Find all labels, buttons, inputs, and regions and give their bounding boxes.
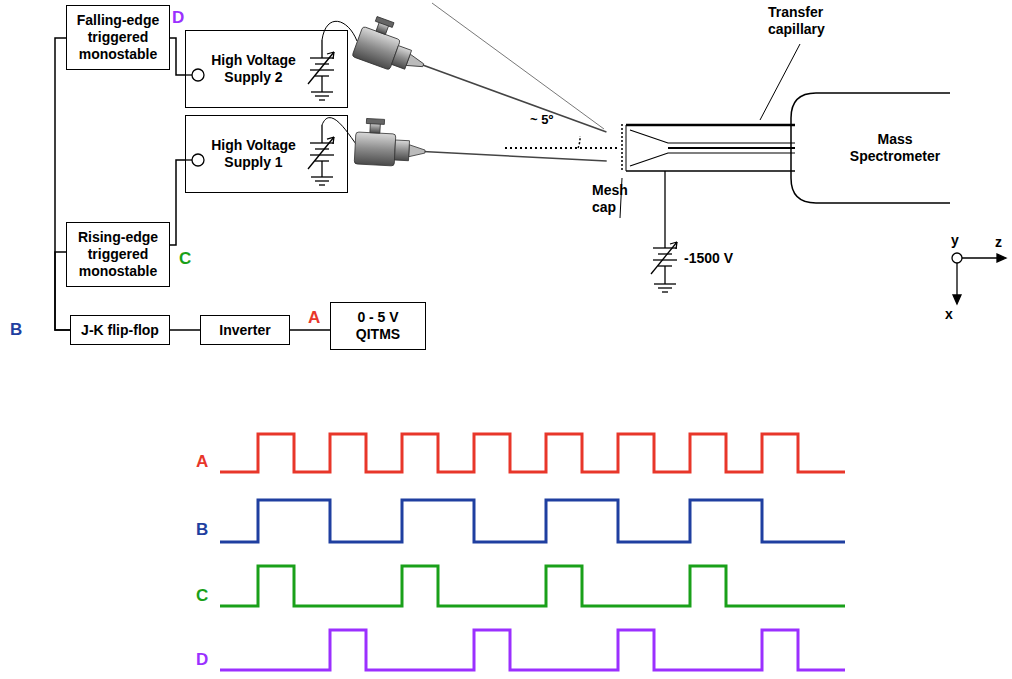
signal-name: C — [179, 249, 191, 269]
axes — [952, 253, 1006, 304]
node-text: J-K flip-flop — [81, 322, 159, 339]
signal-wire — [170, 160, 185, 245]
flip-flop-box: J-K flip-flop — [70, 315, 170, 345]
emitter — [354, 118, 608, 177]
emitter — [352, 13, 617, 147]
transfer-capillary — [626, 125, 795, 171]
signal-name: D — [172, 8, 184, 28]
signal-name: D — [196, 650, 208, 670]
node-text: Mass Spectrometer — [845, 131, 945, 165]
axis-line — [505, 147, 618, 149]
monostable-box: Falling-edge triggered monostable — [66, 5, 170, 70]
part-label: Mesh cap — [592, 182, 642, 216]
signal-wire — [170, 329, 200, 331]
node-text: Rising-edge triggered monostable — [71, 229, 165, 279]
angle-arc — [578, 136, 580, 148]
supply-symbol — [185, 118, 358, 185]
signal-wire — [290, 329, 330, 331]
mesh-cap — [621, 124, 623, 172]
supply-box: High Voltage Supply 1 — [185, 115, 348, 193]
node-text: 0 - 5 V QITMS — [347, 309, 409, 343]
leader-line — [760, 44, 800, 120]
signal-wire — [170, 38, 185, 75]
node-text: Falling-edge triggered monostable — [71, 12, 165, 62]
axis-label: y — [951, 232, 959, 249]
waveform — [220, 434, 845, 472]
reference-line — [432, 3, 604, 129]
waveform — [220, 500, 845, 542]
supply-symbol — [185, 21, 357, 100]
voltage-label: -1500 V — [684, 250, 733, 267]
qitms-box: 0 - 5 V QITMS — [330, 302, 426, 350]
signal-name: B — [196, 520, 208, 540]
waveform — [220, 630, 845, 670]
signal-name: B — [10, 320, 22, 340]
axis-label: z — [995, 234, 1002, 251]
signal-name: A — [308, 308, 320, 328]
node-text: High Voltage Supply 1 — [206, 137, 301, 171]
signal-name: C — [196, 586, 208, 606]
axis-label: x — [945, 306, 953, 323]
node-text: Inverter — [219, 322, 270, 339]
part-label: Transfer capillary — [768, 4, 858, 38]
signal-name: A — [196, 452, 208, 472]
supply-box: High Voltage Supply 2 — [185, 30, 348, 108]
signal-wire — [55, 252, 70, 330]
mass-spectrometer: Mass Spectrometer — [790, 92, 950, 204]
inverter-box: Inverter — [200, 315, 290, 345]
waveforms — [220, 434, 845, 670]
angle-label: ~ 5º — [530, 112, 553, 128]
supply-symbol — [651, 171, 677, 292]
node-text: High Voltage Supply 2 — [206, 52, 301, 86]
waveform — [220, 566, 845, 606]
monostable-box: Rising-edge triggered monostable — [66, 222, 170, 287]
